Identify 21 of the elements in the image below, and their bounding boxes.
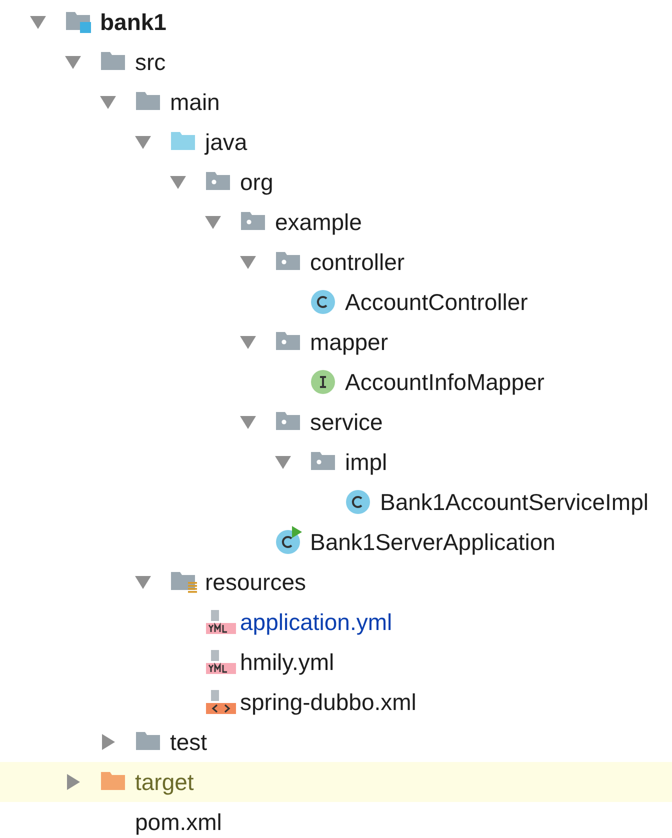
file-name: bank1 — [100, 8, 166, 37]
file-name: org — [240, 168, 274, 197]
file-name: spring-dubbo.xml — [240, 688, 416, 717]
file-name: AccountInfoMapper — [345, 368, 544, 397]
file-name: src — [135, 48, 166, 77]
file-name: resources — [205, 568, 306, 597]
file-name: Bank1ServerApplication — [310, 528, 556, 557]
file-name: impl — [345, 448, 388, 477]
file-name: java — [205, 128, 248, 157]
file-name: target — [135, 768, 194, 797]
file-name: service — [310, 408, 383, 437]
file-name: example — [275, 208, 362, 237]
file-name: Bank1AccountServiceImpl — [380, 488, 648, 517]
file-name: application.yml — [240, 608, 392, 637]
file-name: main — [170, 88, 220, 117]
file-name: AccountController — [345, 288, 528, 317]
file-name: pom.xml — [135, 808, 222, 837]
file-name: test — [170, 728, 208, 757]
file-name: hmily.yml — [240, 648, 334, 677]
file-name: controller — [310, 248, 405, 277]
file-name: mapper — [310, 328, 388, 357]
